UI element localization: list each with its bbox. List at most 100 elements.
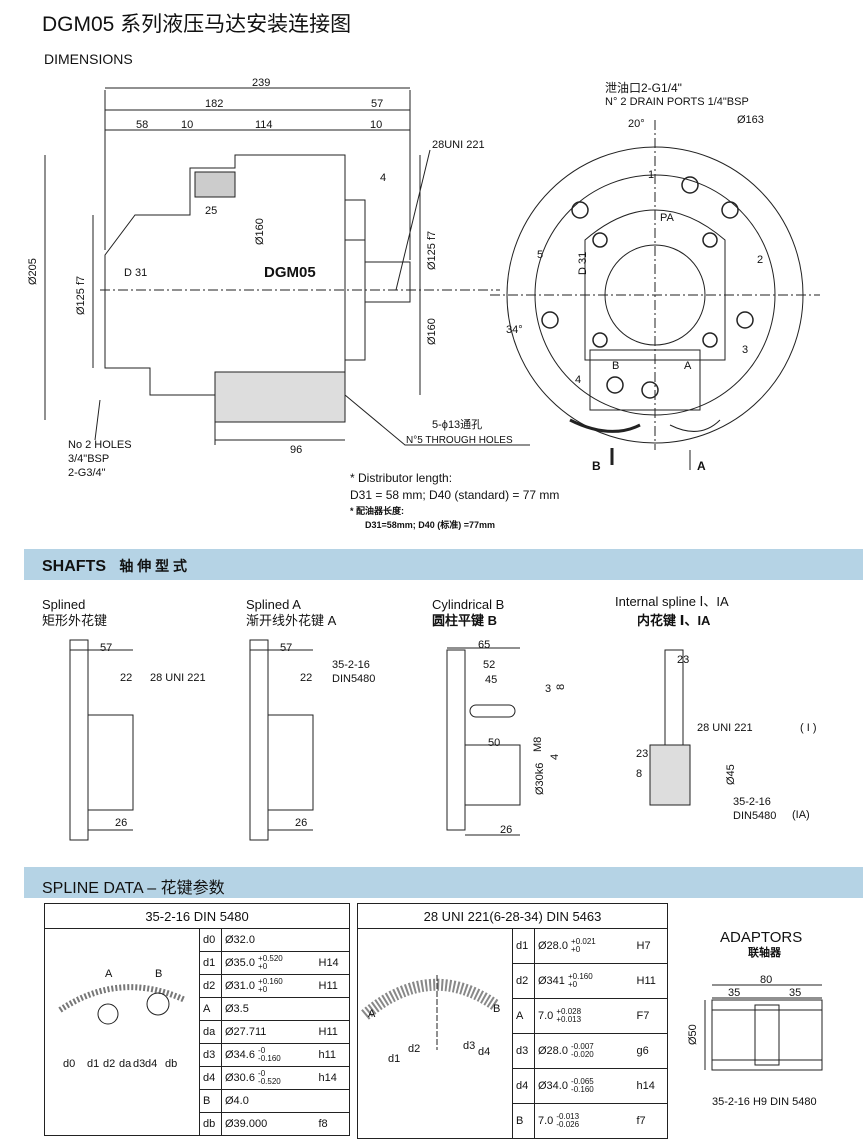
tolerance-grade: H11	[315, 1020, 350, 1044]
dim-50: 50	[488, 737, 501, 749]
table-row: d4 Ø30.6 -0-0.520 h14	[45, 1066, 350, 1090]
dim-239: 239	[252, 77, 271, 89]
port-a: A	[684, 360, 692, 372]
tolerance-grade: f8	[315, 1112, 350, 1136]
tolerance: -0.065-0.160	[571, 1077, 594, 1094]
front-view-drawing	[490, 120, 820, 470]
param-value: 7.0 +0.028+0.013	[534, 998, 634, 1034]
param-name: d0	[199, 928, 222, 952]
diagram-label: d4	[478, 1046, 491, 1058]
diagram-label: d3	[133, 1058, 146, 1070]
param-value: Ø341 +0.160+0	[534, 963, 634, 999]
adaptor-spec: 35-2-16 H9 DIN 5480	[712, 1096, 817, 1108]
spline-label: 28UNI 221	[432, 139, 485, 151]
dim-57: 57	[100, 642, 113, 654]
shaft2-title-cn: 渐开线外花键 A	[246, 613, 337, 628]
dim-125: Ø125 f7	[75, 275, 87, 315]
through-holes-en: N°5 THROUGH HOLES	[406, 435, 513, 446]
dim-125: Ø125 f7	[426, 230, 438, 270]
port-1: 1	[648, 169, 655, 181]
dim-163: Ø163	[737, 114, 764, 126]
side-view-drawing	[44, 87, 530, 446]
thread-m8: M8	[532, 736, 544, 752]
through-holes-cn: 5-ϕ13通孔	[432, 419, 483, 431]
dim-65: 65	[478, 639, 491, 651]
rotation-b: B	[592, 459, 601, 473]
tolerance: -0.013-0.026	[556, 1112, 580, 1129]
table-row: d1 Ø35.0 +0.520+0 H14	[45, 951, 350, 975]
model-label: DGM05	[264, 264, 316, 281]
angle-34: 34°	[506, 324, 523, 336]
tolerance-grade	[315, 1089, 350, 1113]
dim-23: 23	[677, 654, 690, 666]
diagram-label: d1	[87, 1058, 100, 1070]
param-name: d1	[512, 928, 535, 964]
dim-3: 3	[545, 683, 552, 695]
dim-22: 22	[120, 672, 133, 684]
param-name: d1	[199, 951, 222, 975]
shaft-drawings	[69, 639, 691, 841]
shaft3-title: Cylindrical B	[432, 597, 505, 612]
dim-45: Ø45	[725, 764, 737, 785]
shaft1-title-cn: 矩形外花键	[42, 613, 108, 628]
tolerance: +0.160+0	[567, 972, 593, 989]
tolerance: +0.160+0	[258, 977, 283, 994]
param-name: da	[199, 1020, 222, 1044]
tolerance-grade: h14	[315, 1066, 350, 1090]
shaft4-title-cn: 内花键 Ⅰ、IA	[637, 613, 711, 628]
tolerance: -0-0.160	[258, 1046, 281, 1063]
param-name: A	[512, 998, 535, 1034]
dim-205: Ø205	[27, 258, 39, 285]
adaptors-title: ADAPTORS	[720, 929, 803, 946]
spline-spec: DIN5480	[733, 810, 777, 822]
param-name: db	[199, 1112, 222, 1136]
spline-spec: DIN5480	[332, 673, 376, 685]
dim-96: 96	[290, 444, 303, 456]
param-name: A	[199, 997, 222, 1021]
type-tag: ( I )	[800, 722, 817, 734]
drain-en: N° 2 DRAIN PORTS 1/4"BSP	[605, 96, 749, 108]
diagram-label: B	[155, 968, 163, 980]
param-value: Ø27.711	[221, 1020, 316, 1044]
adaptor-drawing	[704, 984, 823, 1071]
table-row: d2 Ø31.0 +0.160+0 H11	[45, 974, 350, 998]
dim-8: 8	[636, 768, 643, 780]
tolerance-grade	[315, 928, 350, 952]
tolerance-grade: h14	[633, 1068, 668, 1104]
dim-26: 26	[500, 824, 513, 836]
shaft3-title-cn: 圆柱平键 B	[432, 613, 498, 628]
note: D31 = 58 mm; D40 (standard) = 77 mm	[350, 488, 560, 502]
tolerance-grade: F7	[633, 998, 668, 1034]
dim-52: 52	[483, 659, 496, 671]
diagram-label: d2	[103, 1058, 116, 1070]
param-name: d4	[512, 1068, 535, 1104]
param-value: Ø34.0 -0.065-0.160	[534, 1068, 634, 1104]
param-name: d2	[512, 963, 535, 999]
tolerance-grade: H11	[633, 963, 668, 999]
tolerance: +0.520+0	[258, 954, 283, 971]
distributor-label: D 31	[577, 251, 589, 275]
diagram-label: A	[368, 1008, 376, 1020]
dim-160: Ø160	[426, 318, 438, 345]
table-row: db Ø39.000 f8	[45, 1112, 350, 1136]
dim-160: Ø160	[254, 218, 266, 245]
dim-57: 57	[371, 98, 384, 110]
tolerance-grade: g6	[633, 1033, 668, 1069]
dim-45: 45	[485, 674, 498, 686]
dim-10: 10	[370, 119, 383, 131]
dim-35: 35	[789, 987, 802, 999]
note: * 配油器长度:	[350, 506, 405, 516]
dim-4: 4	[380, 172, 387, 184]
drain-cn: 泄油口2-G1/4"	[605, 81, 682, 95]
table-row: A Ø3.5	[45, 997, 350, 1021]
dim-10: 10	[181, 119, 194, 131]
shafts-header: SHAFTS 轴 伸 型 式	[24, 549, 863, 580]
diagram-label: d3	[463, 1040, 476, 1052]
shafts-header-cn: 轴 伸 型 式	[119, 558, 188, 574]
table-row: d2 Ø341 +0.160+0 H11	[358, 963, 668, 999]
port-2: 2	[757, 254, 764, 266]
param-value: Ø28.0 +0.021+0	[534, 928, 634, 964]
